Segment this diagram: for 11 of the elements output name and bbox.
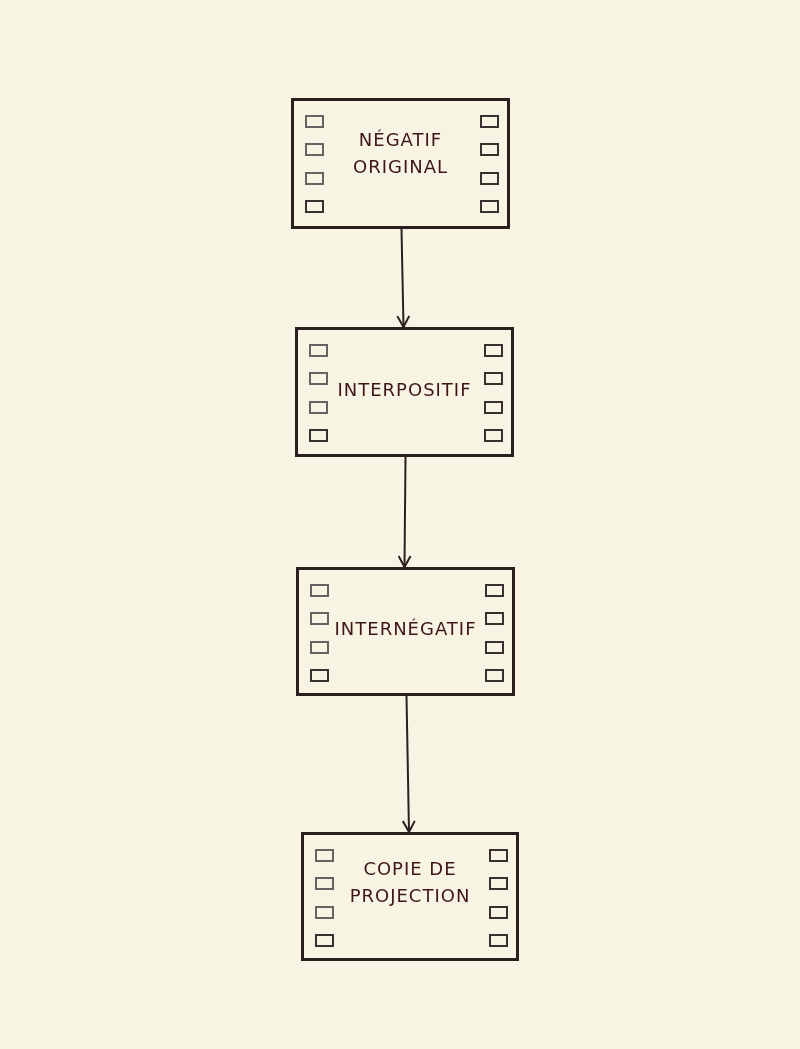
film-stage-label: INTERPOSITIF [336, 377, 473, 402]
film-stage-label: INTERNÉGATIF [333, 617, 478, 641]
arrow [397, 456, 412, 568]
film-frame [295, 327, 514, 457]
film-frame [301, 832, 519, 961]
arrow [401, 695, 416, 833]
film-stage-label: NÉGATIF ORIGINAL [351, 127, 449, 179]
film-frame [291, 98, 510, 229]
arrow [396, 228, 411, 328]
film-stage-label: COPIE DE PROJECTION [348, 856, 472, 908]
film-frame [296, 567, 515, 696]
